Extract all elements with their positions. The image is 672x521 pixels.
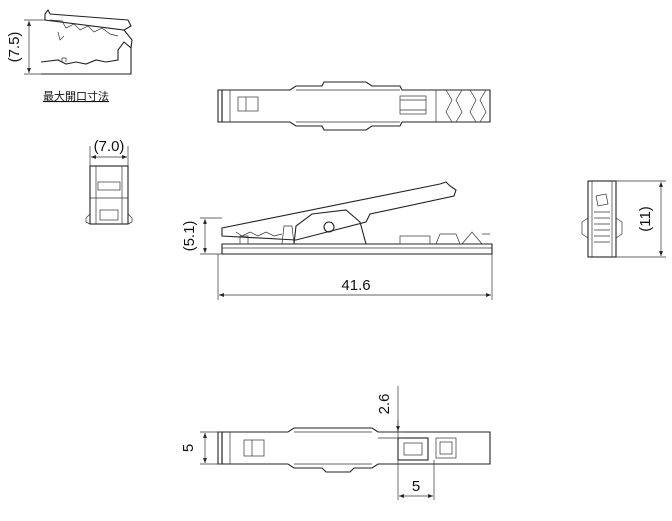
end-view-left: (7.0) <box>85 138 133 225</box>
bottom-view-offset-dimension: 2.6 <box>376 394 393 415</box>
open-jaw-dimension: (7.5) <box>6 32 23 63</box>
top-view <box>217 81 491 131</box>
side-view-height-dimension: (5.1) <box>181 221 198 252</box>
open-jaw-caption: 最大開口寸法 <box>43 89 109 103</box>
open-jaw-view: (7.5) 最大開口寸法 <box>6 8 133 103</box>
bottom-view-slot-dimension: 5 <box>412 478 420 495</box>
side-view-length-dimension: 41.6 <box>341 277 370 294</box>
end-view-right: (11) <box>581 180 666 258</box>
end-view-right-dimension: (11) <box>637 206 654 232</box>
end-view-left-dimension: (7.0) <box>94 138 125 155</box>
side-view: (5.1) 41.6 <box>181 181 493 300</box>
bottom-view-width-dimension: 5 <box>180 444 197 452</box>
bottom-view: 5 2.6 5 <box>180 386 491 500</box>
